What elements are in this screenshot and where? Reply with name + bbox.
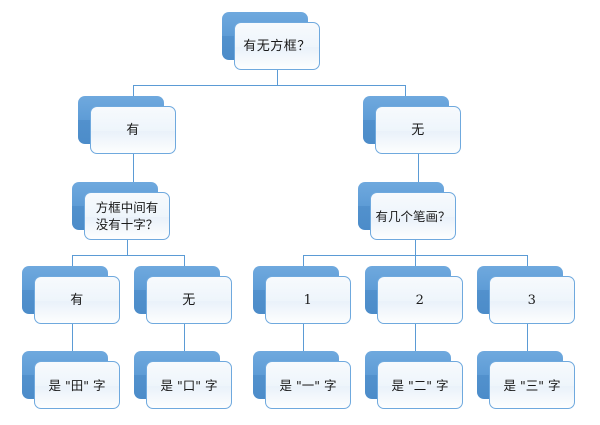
node-result-san[interactable]: 是 "三" 字	[477, 351, 587, 411]
node-card: 是 "三" 字	[489, 361, 575, 409]
connector-root-down	[277, 70, 278, 85]
connector-a-yes-down	[72, 324, 73, 351]
node-label: 无	[182, 292, 196, 308]
connector-l2-yes-down	[133, 154, 134, 182]
connector-l2-no-down	[418, 154, 419, 182]
connector-a-3-up	[527, 255, 528, 266]
node-label: 有无方框？	[243, 38, 311, 54]
node-label: 是 "口" 字	[160, 377, 218, 393]
node-label: 无	[411, 122, 425, 138]
node-card: 2	[377, 276, 463, 324]
connector-root-bar	[133, 85, 405, 86]
node-card: 方框中间有 没有十字？	[84, 192, 170, 240]
node-card: 是 "二" 字	[377, 361, 463, 409]
connector-a-yes-up	[72, 255, 73, 266]
node-label: 是 "一" 字	[279, 377, 337, 393]
node-result-er[interactable]: 是 "二" 字	[365, 351, 475, 411]
node-card: 3	[489, 276, 575, 324]
node-card: 有	[34, 276, 120, 324]
connector-q-cross-bar	[72, 255, 184, 256]
node-card: 是 "一" 字	[265, 361, 351, 409]
node-card: 无	[375, 106, 461, 154]
connector-a-2-down	[415, 324, 416, 351]
node-has-box[interactable]: 有	[78, 96, 188, 156]
node-label: 是 "二" 字	[391, 377, 449, 393]
connector-q-strokes-down	[415, 240, 416, 255]
node-label: 方框中间有 没有十字？	[95, 200, 159, 232]
node-no-box[interactable]: 无	[363, 96, 473, 156]
node-answer-strokes-2[interactable]: 2	[365, 266, 475, 326]
node-answer-has-cross[interactable]: 有	[22, 266, 132, 326]
node-answer-strokes-1[interactable]: 1	[253, 266, 363, 326]
connector-l2-yes-up	[133, 85, 134, 96]
node-card: 是 "口" 字	[146, 361, 232, 409]
node-label: 有几个笔画？	[375, 208, 451, 224]
node-card: 无	[146, 276, 232, 324]
node-result-tian[interactable]: 是 "田" 字	[22, 351, 132, 411]
node-label: 是 "三" 字	[503, 377, 561, 393]
node-label: 3	[527, 292, 537, 308]
node-label: 2	[415, 292, 425, 308]
connector-a-1-up	[303, 255, 304, 266]
node-result-yi[interactable]: 是 "一" 字	[253, 351, 363, 411]
connector-a-3-down	[527, 324, 528, 351]
connector-q-cross-down	[127, 240, 128, 255]
node-label: 有	[126, 122, 140, 138]
node-result-kou[interactable]: 是 "口" 字	[134, 351, 244, 411]
connector-a-1-down	[303, 324, 304, 351]
node-question-strokes[interactable]: 有几个笔画？	[358, 182, 468, 242]
node-card: 有无方框？	[234, 22, 320, 70]
connector-a-2-up	[415, 255, 416, 266]
node-label: 1	[303, 292, 313, 308]
connector-a-no-down	[184, 324, 185, 351]
node-card: 有几个笔画？	[370, 192, 456, 240]
node-root[interactable]: 有无方框？	[222, 12, 332, 72]
node-question-cross[interactable]: 方框中间有 没有十字？	[72, 182, 182, 242]
connector-l2-no-up	[405, 85, 406, 96]
node-card: 有	[90, 106, 176, 154]
node-answer-strokes-3[interactable]: 3	[477, 266, 587, 326]
node-label: 有	[70, 292, 84, 308]
node-card: 1	[265, 276, 351, 324]
node-answer-no-cross[interactable]: 无	[134, 266, 244, 326]
connector-a-no-up	[184, 255, 185, 266]
node-card: 是 "田" 字	[34, 361, 120, 409]
node-label: 是 "田" 字	[48, 377, 106, 393]
